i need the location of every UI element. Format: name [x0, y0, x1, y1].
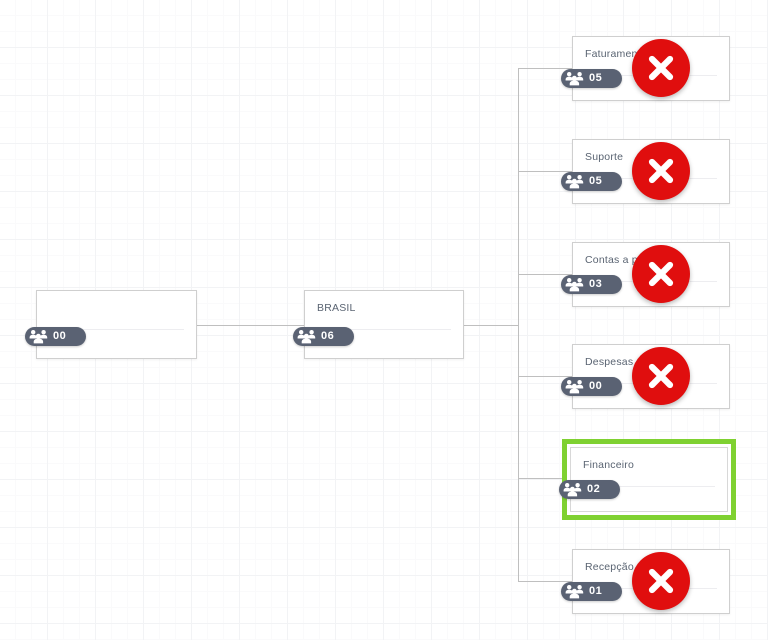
member-count-value: 00	[589, 380, 603, 392]
org-node-title: Faturamento	[585, 48, 647, 60]
member-count-badge[interactable]: 05	[561, 69, 622, 88]
org-node-root[interactable]: 00	[25, 290, 197, 359]
org-node-divider	[317, 329, 451, 330]
link-branch-recepcao	[518, 581, 572, 582]
member-count-value: 02	[587, 483, 601, 495]
red-x-circle-icon[interactable]	[632, 347, 690, 405]
users-group-icon	[565, 175, 584, 189]
users-group-icon	[29, 330, 48, 344]
member-count-value: 03	[589, 278, 603, 290]
red-x-circle-icon[interactable]	[632, 39, 690, 97]
users-group-icon	[563, 483, 582, 497]
member-count-value: 05	[589, 72, 603, 84]
users-group-icon	[565, 278, 584, 292]
org-node-brasil[interactable]: BRASIL 06	[293, 290, 464, 359]
member-count-badge[interactable]: 06	[293, 327, 354, 346]
x-glyph-icon	[648, 568, 674, 594]
x-glyph-icon	[648, 158, 674, 184]
member-count-value: 00	[53, 330, 67, 342]
link-branch-suporte	[518, 171, 572, 172]
red-x-circle-icon[interactable]	[632, 245, 690, 303]
org-node-title: Suporte	[585, 151, 624, 163]
member-count-value: 06	[321, 330, 335, 342]
link-branch-despesas	[518, 376, 572, 377]
link-branch-contas	[518, 274, 572, 275]
org-node-financeiro[interactable]: Financeiro 02	[559, 439, 736, 520]
org-node-divider	[583, 486, 715, 487]
member-count-badge[interactable]: 05	[561, 172, 622, 191]
link-root-to-brasil	[197, 325, 304, 326]
org-node-title: Financeiro	[583, 459, 635, 471]
org-node-title: BRASIL	[317, 302, 356, 314]
member-count-badge[interactable]: 00	[561, 377, 622, 396]
x-glyph-icon	[648, 363, 674, 389]
member-count-value: 01	[589, 585, 603, 597]
org-node-title: Recepção	[585, 561, 634, 573]
users-group-icon	[565, 72, 584, 86]
x-glyph-icon	[648, 261, 674, 287]
link-brasil-to-trunk	[464, 325, 519, 326]
member-count-badge[interactable]: 02	[559, 480, 620, 499]
users-group-icon	[565, 380, 584, 394]
member-count-badge[interactable]: 03	[561, 275, 622, 294]
link-trunk	[518, 68, 519, 581]
red-x-circle-icon[interactable]	[632, 142, 690, 200]
users-group-icon	[297, 330, 316, 344]
link-branch-financeiro	[518, 478, 562, 479]
link-branch-faturamento	[518, 68, 572, 69]
users-group-icon	[565, 585, 584, 599]
x-glyph-icon	[648, 55, 674, 81]
red-x-circle-icon[interactable]	[632, 552, 690, 610]
org-node-divider	[49, 329, 184, 330]
member-count-badge[interactable]: 01	[561, 582, 622, 601]
member-count-value: 05	[589, 175, 603, 187]
member-count-badge[interactable]: 00	[25, 327, 86, 346]
org-node-title: Despesas	[585, 356, 634, 368]
